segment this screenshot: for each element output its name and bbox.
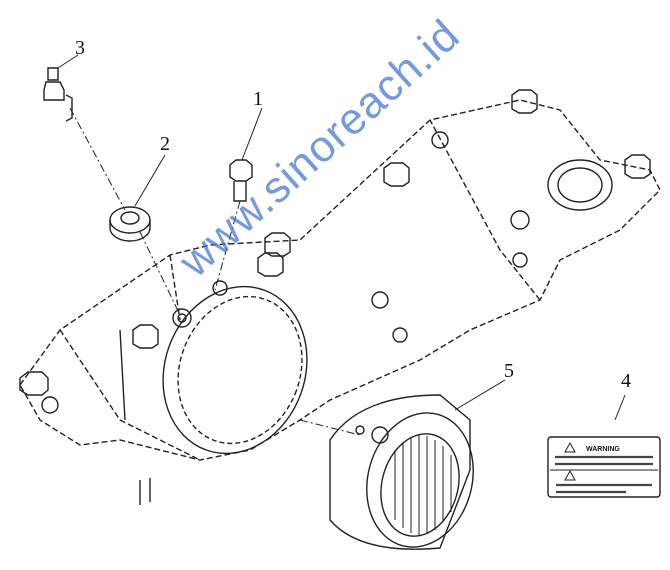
callout-1: 1 (253, 88, 263, 110)
callout-4: 4 (621, 370, 631, 392)
part-1-bolt (214, 107, 263, 291)
callout-3: 3 (75, 37, 85, 59)
part-2-seal-washer (109, 154, 181, 316)
callout-2: 2 (160, 133, 170, 155)
part-4-warning-label (547, 394, 661, 498)
callout-5: 5 (504, 360, 514, 382)
warning-label-title: WARNING (586, 446, 620, 453)
rocker-housing (19, 99, 661, 505)
part-5-cover (299, 379, 506, 550)
part-3-stud (43, 54, 126, 211)
housing-bolts (19, 89, 651, 396)
